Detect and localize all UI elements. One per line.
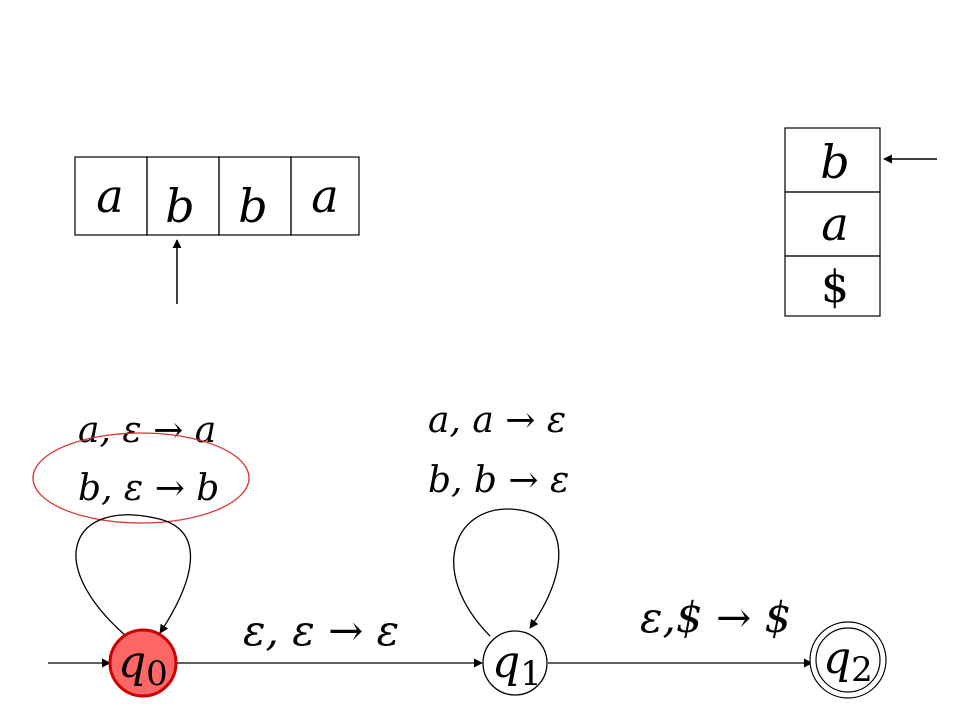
tape-cell bbox=[290, 156, 360, 236]
state-q1-name: q bbox=[492, 637, 520, 688]
q0-loop-label: b, ε → b bbox=[78, 468, 219, 509]
stack-symbol: b bbox=[820, 135, 849, 189]
svg-text:q1: q1 bbox=[492, 637, 542, 694]
tape-symbol: b bbox=[238, 179, 267, 233]
state-q1-sub: 1 bbox=[520, 654, 542, 694]
state-q1: q1 bbox=[482, 630, 548, 696]
stack: b a $ bbox=[784, 127, 881, 317]
state-q2-sub: 2 bbox=[851, 650, 873, 690]
q1-q2-label: ε,$ → $ bbox=[640, 593, 791, 642]
q0-q1-label: ε, ε → ε bbox=[243, 606, 399, 655]
q1-loop-label: a, a → ε bbox=[428, 400, 566, 441]
stack-cell bbox=[784, 255, 881, 317]
state-q0-circle bbox=[108, 628, 178, 698]
tape-symbol: a bbox=[311, 169, 338, 223]
svg-text:q0: q0 bbox=[118, 637, 168, 694]
tape-symbol: a bbox=[96, 169, 123, 223]
state-q2-name: q bbox=[823, 633, 851, 684]
q0-self-loop bbox=[75, 514, 192, 637]
q1-loop-label: b, b → ε bbox=[428, 460, 569, 501]
input-tape: a b b a bbox=[74, 156, 360, 236]
state-q0: q0 bbox=[108, 628, 178, 698]
tape-symbol: b bbox=[165, 179, 194, 233]
q1-self-loop bbox=[453, 508, 560, 637]
state-q1-circle bbox=[482, 630, 548, 696]
state-q0-sub: 0 bbox=[146, 654, 168, 694]
q0-loop-label: a, ε → a bbox=[78, 410, 216, 451]
stack-symbol: a bbox=[821, 197, 848, 251]
state-q0-name: q bbox=[118, 637, 146, 688]
state-q2-inner-circle bbox=[815, 627, 881, 693]
state-q2: q2 bbox=[809, 621, 887, 699]
stack-symbol: $ bbox=[821, 262, 849, 313]
highlight-ellipse bbox=[32, 432, 250, 524]
svg-text:q2: q2 bbox=[823, 633, 873, 690]
